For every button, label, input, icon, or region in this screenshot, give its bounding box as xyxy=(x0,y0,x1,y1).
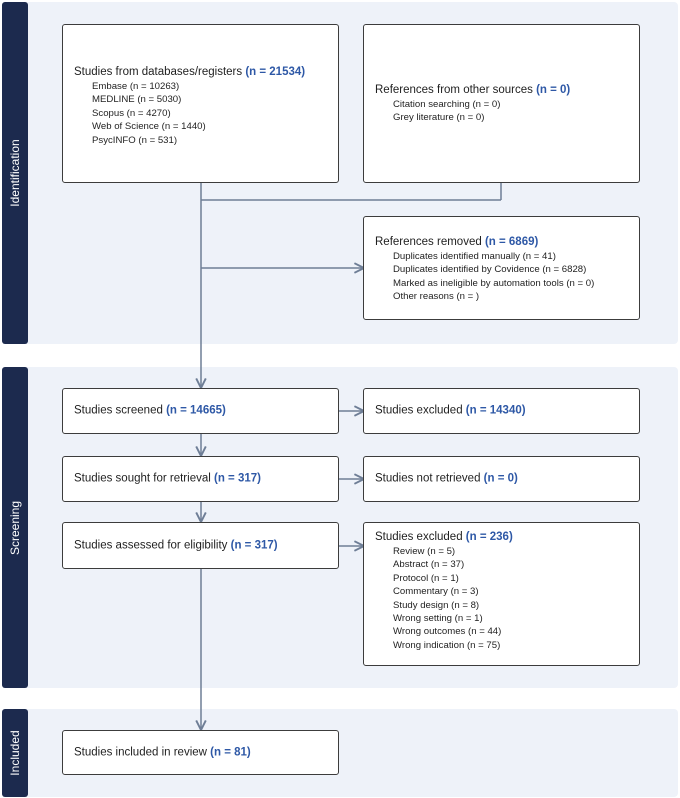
excluded-screen-title: Studies excluded (n = 14340) xyxy=(375,404,526,417)
excluded-full-title: Studies excluded (n = 236) xyxy=(375,531,513,543)
databases-title: Studies from databases/registers (n = 21… xyxy=(74,66,306,78)
other-sources-title: References from other sources (n = 0) xyxy=(375,84,571,96)
excluded-full-item: Wrong indication (n = 75) xyxy=(393,639,501,651)
removed-count: (n = 6869) xyxy=(484,236,539,248)
included-count: (n = 81) xyxy=(210,746,251,758)
excluded-full-item: Commentary (n = 3) xyxy=(393,586,479,598)
included-box: Studies included in review (n = 81) xyxy=(62,730,339,775)
not-retrieved-count: (n = 0) xyxy=(483,472,518,485)
screened-title: Studies screened (n = 14665) xyxy=(74,404,226,417)
other-sources-item: Grey literature (n = 0) xyxy=(393,112,485,124)
excluded-screen-box: Studies excluded (n = 14340) xyxy=(363,388,640,434)
retrieval-title: Studies sought for retrieval (n = 317) xyxy=(74,472,261,485)
identification-tab: Identification xyxy=(2,2,28,344)
removed-item: Marked as ineligible by automation tools… xyxy=(393,277,595,289)
excluded-full-item: Wrong setting (n = 1) xyxy=(393,613,483,625)
excluded-full-box: Studies excluded (n = 236) Review (n = 5… xyxy=(363,522,640,666)
excluded-full-item: Protocol (n = 1) xyxy=(393,572,459,584)
included-title: Studies included in review (n = 81) xyxy=(74,746,251,758)
removed-box: References removed (n = 6869) Duplicates… xyxy=(363,216,640,320)
excluded-full-item: Study design (n = 8) xyxy=(393,599,480,611)
excluded-full-item: Abstract (n = 37) xyxy=(393,559,465,571)
eligibility-box: Studies assessed for eligibility (n = 31… xyxy=(62,522,339,569)
databases-item: Scopus (n = 4270) xyxy=(92,107,171,119)
screening-tab: Screening xyxy=(2,367,28,688)
databases-count: (n = 21534) xyxy=(245,66,306,78)
screened-box: Studies screened (n = 14665) xyxy=(62,388,339,434)
not-retrieved-box: Studies not retrieved (n = 0) xyxy=(363,456,640,502)
screened-count: (n = 14665) xyxy=(166,404,226,417)
included-tab: Included xyxy=(2,709,28,797)
databases-item: Embase (n = 10263) xyxy=(92,81,180,92)
retrieval-box: Studies sought for retrieval (n = 317) xyxy=(62,456,339,502)
other-sources-count: (n = 0) xyxy=(536,84,571,96)
databases-box: Studies from databases/registers (n = 21… xyxy=(62,24,339,183)
eligibility-count: (n = 317) xyxy=(230,539,278,551)
excluded-screen-count: (n = 14340) xyxy=(465,404,526,417)
excluded-full-item: Review (n = 5) xyxy=(393,546,456,557)
removed-title: References removed (n = 6869) xyxy=(375,236,539,248)
other-sources-box: References from other sources (n = 0) Ci… xyxy=(363,24,640,183)
eligibility-title: Studies assessed for eligibility (n = 31… xyxy=(74,539,278,551)
removed-item: Duplicates identified by Covidence (n = … xyxy=(393,264,587,276)
excluded-full-item: Wrong outcomes (n = 44) xyxy=(393,626,502,638)
other-sources-item: Citation searching (n = 0) xyxy=(393,99,501,110)
retrieval-count: (n = 317) xyxy=(214,472,261,485)
not-retrieved-title: Studies not retrieved (n = 0) xyxy=(375,472,518,485)
excluded-full-count: (n = 236) xyxy=(465,531,513,543)
removed-item: Duplicates identified manually (n = 41) xyxy=(393,251,556,262)
databases-item: Web of Science (n = 1440) xyxy=(92,121,206,133)
databases-item: MEDLINE (n = 5030) xyxy=(92,94,182,106)
removed-item: Other reasons (n = ) xyxy=(393,291,480,303)
databases-item: PsycINFO (n = 531) xyxy=(92,134,178,146)
